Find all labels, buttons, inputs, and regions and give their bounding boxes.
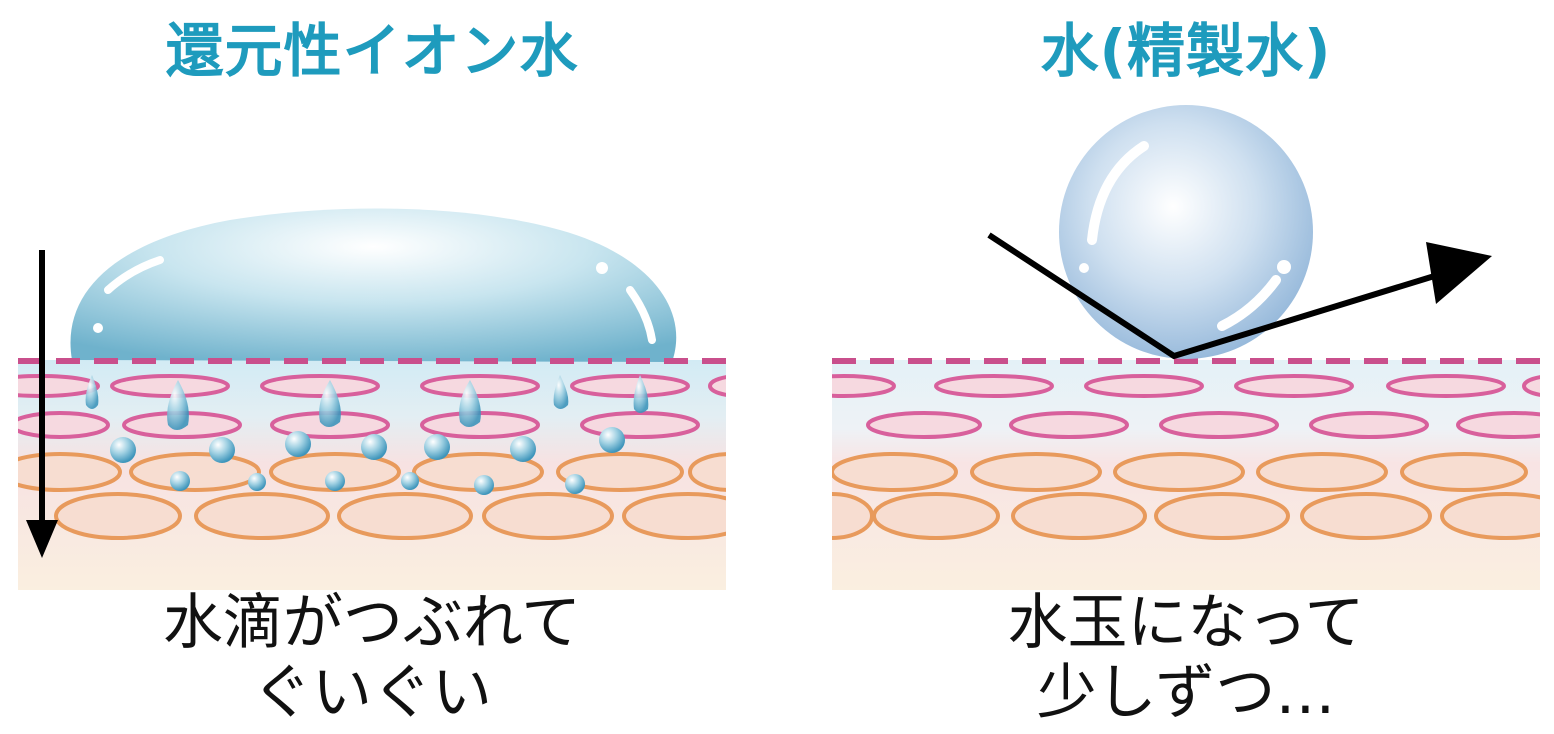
skin-cell [872, 492, 1000, 540]
skin-cell [18, 452, 122, 492]
left-caption-line-2: ぐいぐい [252, 658, 492, 728]
left-panel-title: 還元性イオン水 [165, 17, 579, 85]
skin-cell [556, 452, 684, 492]
skin-cell [1154, 492, 1290, 540]
skin-cell [18, 374, 100, 398]
skin-cell [260, 374, 380, 398]
skin-cell [337, 492, 473, 540]
left-skin-diagram [18, 208, 726, 590]
skin-cell [54, 492, 182, 540]
skin-cell [622, 492, 726, 540]
skin-cell [1256, 452, 1388, 492]
skin-cell [832, 374, 896, 398]
right-panel-caption: 水玉になって 少しずつ… [832, 588, 1540, 728]
skin-cell [129, 452, 261, 492]
skin-cell [1009, 411, 1129, 439]
skin-cell [1084, 374, 1204, 398]
skin-cell [970, 452, 1102, 492]
skin-cell [866, 411, 982, 439]
skin-cell [832, 452, 958, 492]
skin-cell [1440, 492, 1540, 540]
skin-cell [1011, 492, 1147, 540]
skin-cell [482, 492, 614, 540]
skin-cell [688, 452, 726, 492]
skin-cell [1300, 492, 1432, 540]
skin-cell [18, 411, 110, 439]
left-caption-line-1: 水滴がつぶれて [162, 588, 582, 658]
lower-cell-layer [832, 452, 1540, 540]
water-ball [1059, 105, 1313, 359]
skin-cell [1113, 452, 1245, 492]
skin-cell [570, 374, 690, 398]
flattened-water-drop [70, 208, 677, 362]
skin-cell [934, 374, 1054, 398]
skin-cell [1456, 411, 1540, 439]
water-drips [85, 375, 649, 430]
right-skin-diagram [832, 105, 1540, 590]
right-panel-title: 水(精製水) [1040, 17, 1332, 85]
lower-cell-layer [18, 452, 726, 540]
upper-cell-layer [832, 374, 1540, 439]
skin-cell [1309, 411, 1429, 439]
right-caption-line-1: 水玉になって [1007, 588, 1365, 658]
skin-cell [194, 492, 330, 540]
skin-cell [110, 374, 230, 398]
skin-cell [1159, 411, 1279, 439]
skin-cell [1400, 452, 1528, 492]
down-arrow-icon [26, 250, 58, 558]
skin-cell [1522, 375, 1540, 397]
skin-cell [1234, 374, 1354, 398]
bounce-arrow-icon [987, 232, 1492, 360]
skin-cell [832, 492, 874, 540]
skin-cell [708, 375, 726, 397]
skin-cell [1386, 374, 1506, 398]
left-panel-caption: 水滴がつぶれて ぐいぐい [18, 588, 726, 728]
right-caption-line-2: 少しずつ… [1036, 658, 1336, 728]
water-beads [110, 427, 625, 495]
skin-cell [580, 411, 700, 439]
skin-cell [420, 374, 540, 398]
